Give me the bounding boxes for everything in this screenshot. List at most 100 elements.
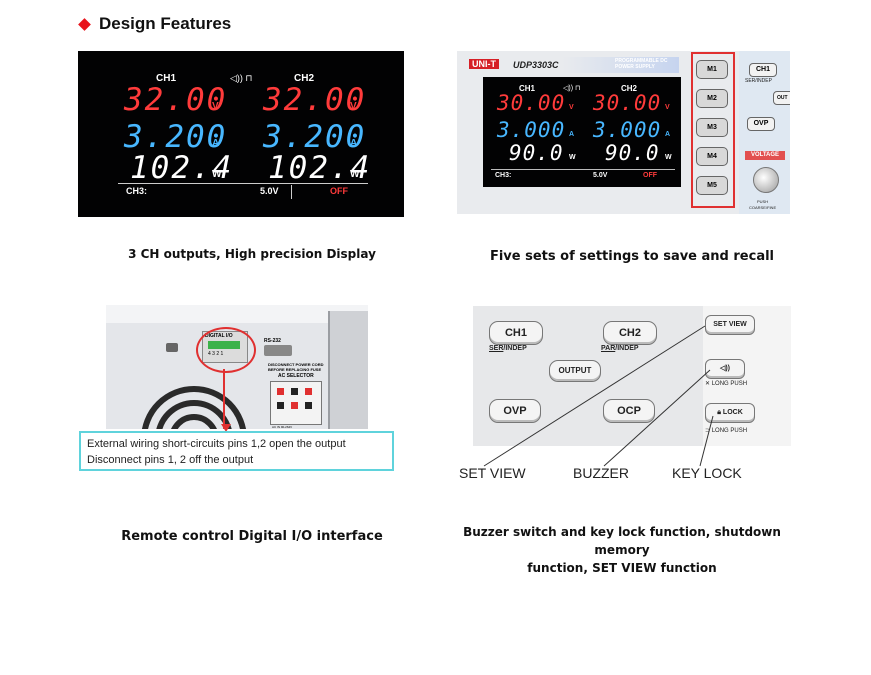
- ch2-current-unit: A: [350, 138, 358, 149]
- ac-switch-1[interactable]: [277, 388, 284, 395]
- lock-button[interactable]: 🔒︎ LOCK: [705, 403, 755, 423]
- memory-key-m4[interactable]: M4: [696, 147, 728, 166]
- ac-switch-6[interactable]: [305, 402, 312, 409]
- ch3-label: CH3:: [126, 186, 148, 196]
- ocp-button[interactable]: OCP: [603, 399, 655, 423]
- callout-arrow-line: [223, 369, 225, 429]
- ch3-value: 5.0V: [593, 172, 608, 179]
- rs232-label: RS-232: [264, 338, 281, 344]
- product-subtitle: PROGRAMMABLE DC POWER SUPPLY: [615, 58, 668, 70]
- rear-top-edge: [106, 305, 368, 323]
- par-indep-label: PAR/INDEP: [601, 345, 639, 352]
- memory-key-m1[interactable]: M1: [696, 60, 728, 79]
- ch2-power-unit: W: [665, 154, 672, 161]
- section-heading-text: Design Features: [99, 14, 232, 33]
- ch1-voltage-unit: V: [569, 104, 574, 111]
- lock-long-push: ⊃ LONG PUSH: [705, 427, 747, 434]
- ac-switch-4[interactable]: [277, 402, 284, 409]
- ch1-power: 102.4: [130, 150, 234, 186]
- digital-io-highlight-circle: [196, 327, 256, 373]
- ch2-current: 3.000: [593, 118, 662, 142]
- warning-line-2: BEFORE REPLACING FUSE: [268, 367, 322, 372]
- coarse-fine-label: COARSE/FINE: [749, 205, 777, 210]
- ch2-label: CH2: [621, 84, 638, 93]
- fan-grille-icon: [141, 386, 247, 429]
- rs232-port[interactable]: [264, 345, 292, 356]
- ac-switch-3[interactable]: [305, 388, 312, 395]
- display-photo-3ch: CH1 ◁)) ⊓ CH2 32.00 V 32.00 V 3.200 A 3.…: [78, 51, 404, 217]
- caption-digital-io: Remote control Digital I/O interface: [121, 529, 383, 544]
- mute-icon: ✕: [705, 381, 711, 387]
- set-view-pointer-line: [483, 325, 706, 467]
- callout-arrow-head-icon: [221, 424, 231, 432]
- ac-switch-5[interactable]: [291, 402, 298, 409]
- ch1-button[interactable]: CH1: [489, 321, 543, 345]
- screen: CH1 ◁)) ⊓ CH2 30.00 V 30.00 V 3.000 A 3.…: [483, 77, 681, 187]
- ch1-current-unit: A: [212, 138, 220, 149]
- ch1-voltage-unit: V: [212, 101, 219, 112]
- display-divider-vertical: [291, 185, 292, 199]
- ch2-voltage-unit: V: [665, 104, 670, 111]
- ch1-label: CH1: [156, 73, 177, 84]
- caption-keys-line-2: function, SET VIEW function: [527, 561, 717, 575]
- ch3-state: OFF: [330, 186, 348, 196]
- ch1-button[interactable]: CH1: [749, 63, 777, 77]
- ac-selector-block: [270, 381, 322, 425]
- ch2-button[interactable]: CH2: [603, 321, 657, 345]
- label-key-lock: KEY LOCK: [672, 465, 742, 481]
- ac-selector-label: AC SELECTOR: [278, 373, 314, 379]
- ac-switch-2[interactable]: [291, 388, 298, 395]
- caption-display: 3 CH outputs, High precision Display: [128, 247, 376, 261]
- memory-key-m3[interactable]: M3: [696, 118, 728, 137]
- warning-line-1: DISCONNECT POWER CORD: [268, 362, 324, 367]
- speaker-icon: ◁)): [719, 365, 731, 372]
- screen-divider: [491, 169, 675, 170]
- caption-keys-line-1: Buzzer switch and key lock function, shu…: [463, 525, 781, 557]
- buzzer-long-push-text: LONG PUSH: [711, 381, 748, 387]
- ovp-button[interactable]: OVP: [489, 399, 541, 423]
- memory-key-m5[interactable]: M5: [696, 176, 728, 195]
- model-name: UDP3303C: [513, 60, 559, 70]
- ch1-voltage: 32.00: [124, 82, 228, 118]
- ser-indep-label: SER/INDEP: [489, 345, 527, 352]
- output-button[interactable]: OUTPUT: [549, 360, 601, 382]
- set-view-button[interactable]: SET VIEW: [705, 315, 755, 335]
- output-button[interactable]: OUT: [773, 91, 790, 105]
- ch1-power-unit: W: [569, 154, 576, 161]
- ch2-power: 90.0: [605, 141, 660, 165]
- label-buzzer: BUZZER: [573, 465, 629, 481]
- ch2-label: CH2: [294, 73, 315, 84]
- indep2-label: /INDEP: [615, 345, 639, 352]
- ovp-button[interactable]: OVP: [747, 117, 775, 131]
- ch1-label: CH1: [519, 84, 536, 93]
- buzzer-button[interactable]: ◁)): [705, 359, 745, 379]
- par-label: PAR: [601, 345, 616, 352]
- ch2-current-unit: A: [665, 131, 671, 138]
- buzzer-pointer-line: [603, 369, 711, 467]
- ch2-voltage: 32.00: [263, 82, 367, 118]
- callout-line-2: Disconnect pins 1, 2 off the output: [87, 454, 254, 466]
- ch2-current: 3.200: [263, 119, 367, 155]
- buzzer-long-push: ✕ LONG PUSH: [705, 380, 747, 387]
- brand-strip: [467, 57, 679, 73]
- callout-line-1: External wiring short-circuits pins 1,2 …: [87, 438, 346, 450]
- ser-indep-label: SER/INDEP: [745, 78, 772, 84]
- fuse-label: AC IN 90-264V: [272, 425, 293, 429]
- ser-label: SER: [489, 345, 504, 352]
- memory-key-m2[interactable]: M2: [696, 89, 728, 108]
- rear-panel-photo: DIGITAL I/O 4 3 2 1 RS-232 DISCONNECT PO…: [106, 305, 368, 429]
- brand-logo: UNI-T: [469, 59, 499, 69]
- memory-keys-highlight: [691, 52, 735, 208]
- voltage-knob[interactable]: [753, 167, 779, 193]
- handle: [328, 311, 368, 429]
- push-label: PUSH: [757, 199, 769, 204]
- ch2-power: 102.4: [268, 150, 372, 186]
- ch1-current: 3.200: [124, 119, 228, 155]
- ch3-state: OFF: [643, 172, 657, 179]
- ch1-power-unit: W: [212, 169, 222, 180]
- speaker-lock-icon: ◁)) ⊓: [563, 85, 581, 92]
- ch1-power: 90.0: [509, 141, 564, 165]
- key-lock-pointer-line: [699, 415, 714, 467]
- speaker-lock-icon: ◁)) ⊓: [230, 73, 253, 83]
